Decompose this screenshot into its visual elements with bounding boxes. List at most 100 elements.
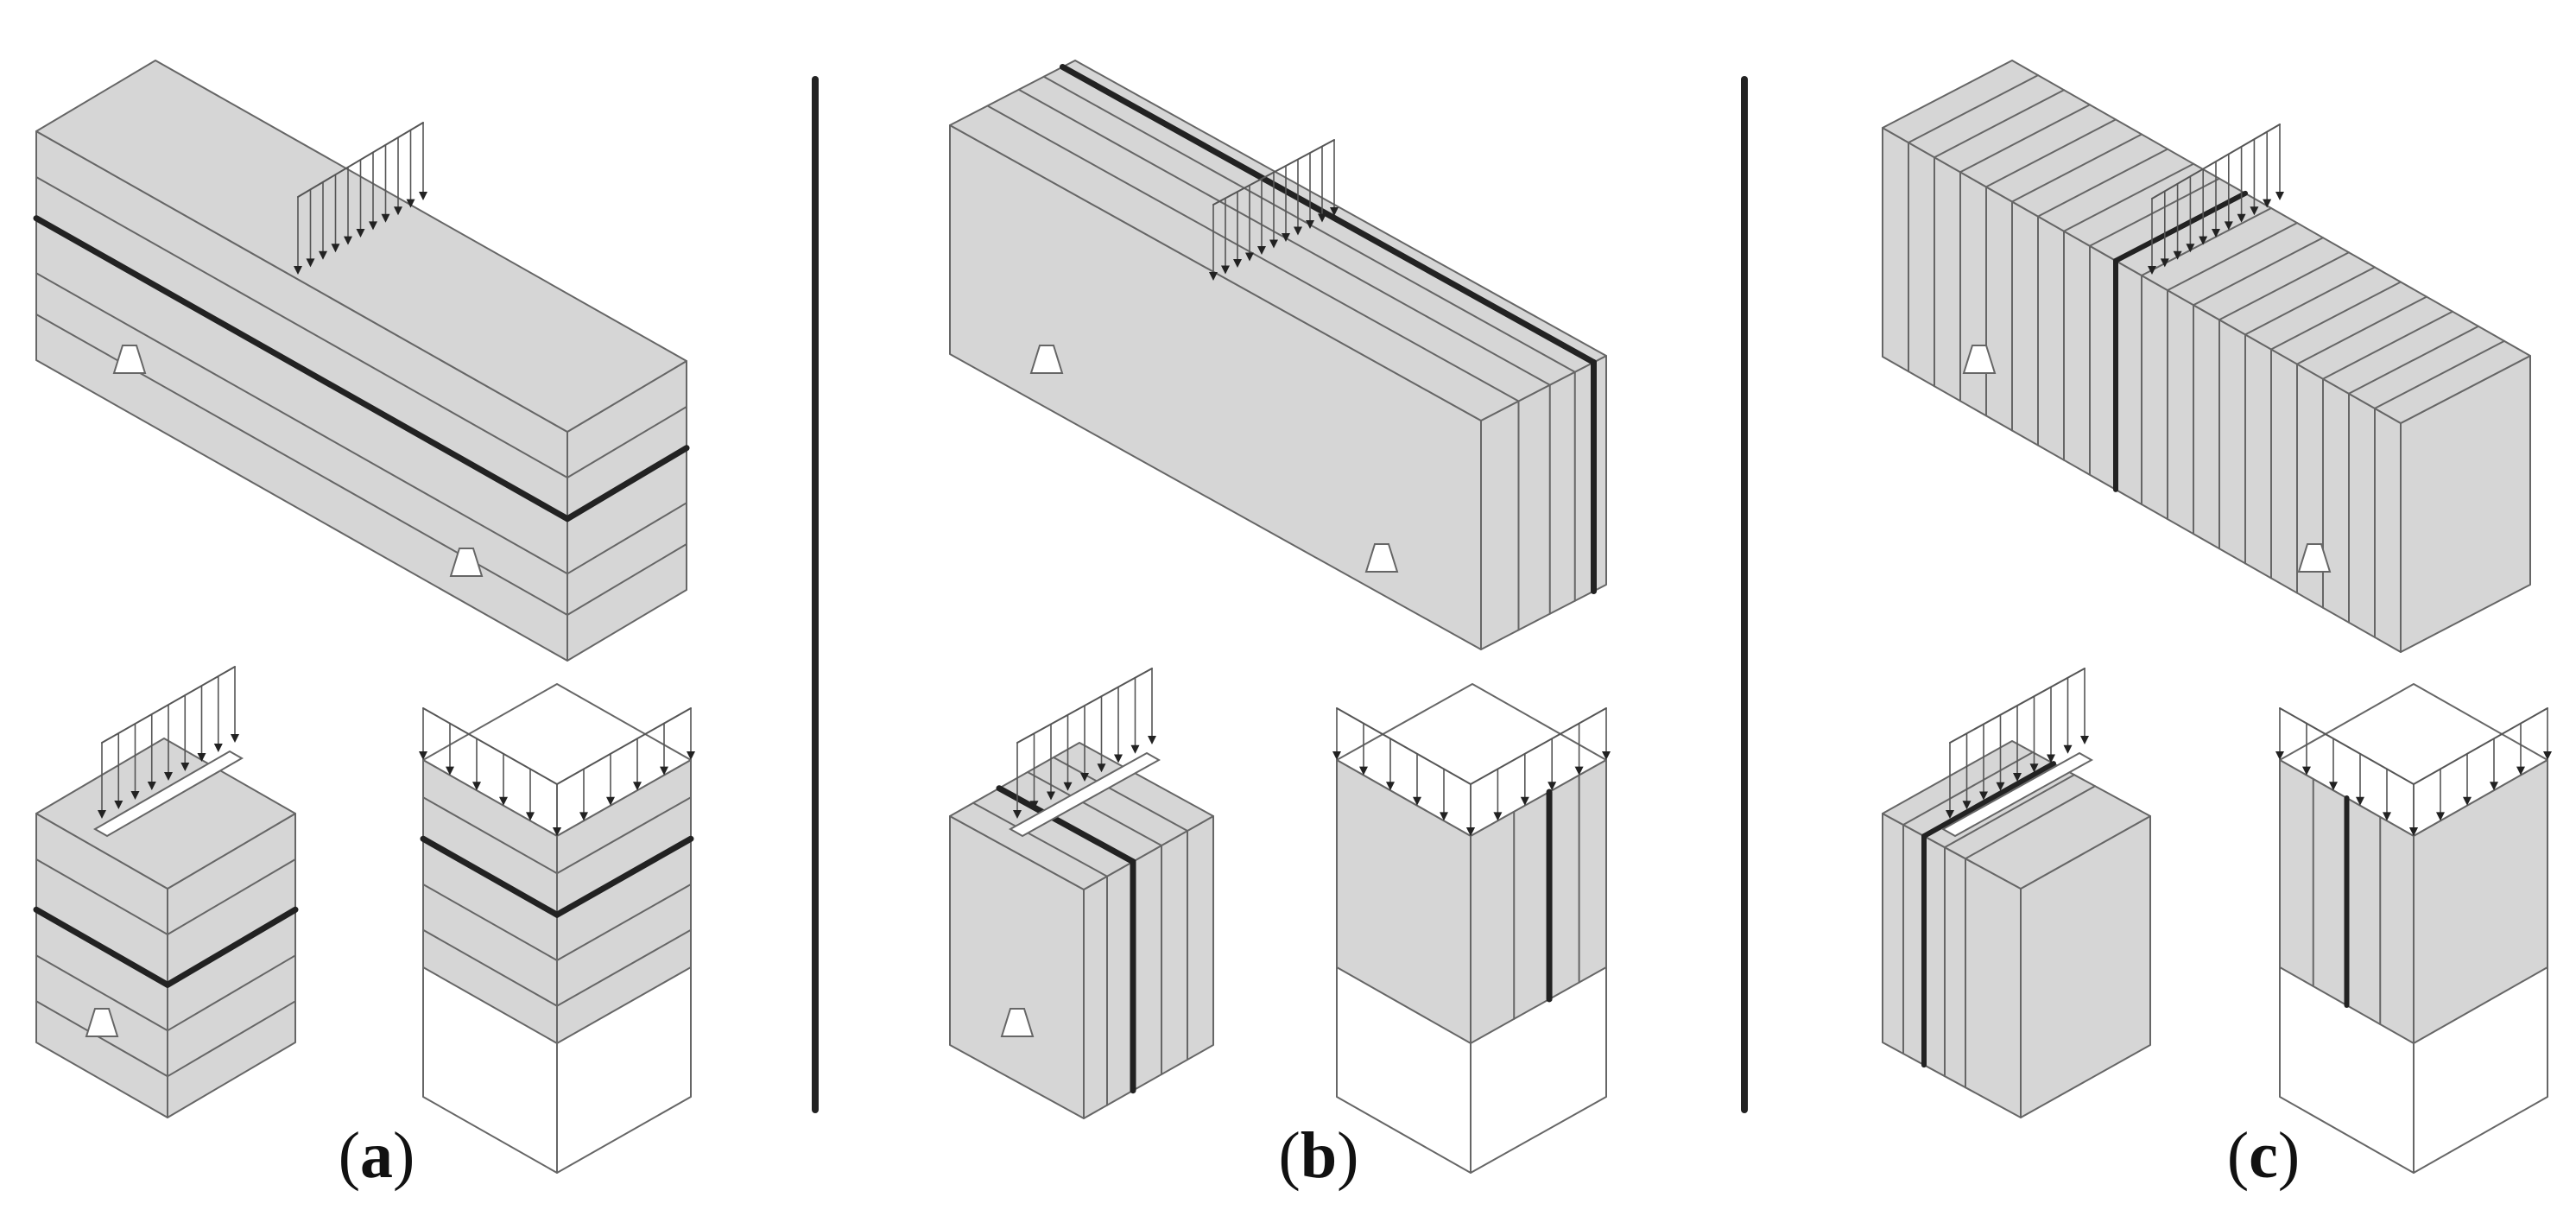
load-arrow-head [1013,810,1022,819]
spec-b-lamination-line [1027,771,1162,846]
load-arrow-head [2029,763,2039,773]
cube-a-lamination-line [556,796,692,875]
load-arrow-head [660,766,668,776]
spec-c-load [1946,668,2089,819]
spec-b-lamination-line [1053,757,1188,832]
load-arrow-head [369,221,377,231]
spec-b-lamination-line [972,801,1108,877]
beam-a-lamination-line [566,502,687,575]
load-arrow-head [1996,782,2005,791]
load-arrow-head [331,244,340,253]
beam-c-lamination-line [2218,251,2350,321]
panel-a-horizontal-laminations [33,60,695,1174]
load-arrow-head [526,812,535,821]
load-arrow-head [1080,773,1089,782]
beam-c-lamination-line [2037,148,2168,218]
load-arrow-head [2543,751,2552,760]
beam-c-lamination-line [2141,207,2272,276]
spec-b-lamination-line [996,785,1136,865]
load-arrow-head [2329,782,2338,791]
load-arrow-head [319,250,327,260]
load-arrow-head [164,772,173,781]
load-arrow-head [2490,782,2498,791]
load-arrow-head [356,229,365,238]
load-arrow-head [213,744,223,752]
load-arrow-head [1413,796,1421,806]
load-arrow-head [1330,207,1339,216]
load-arrow-head [1520,796,1529,806]
load-arrow-head [1946,810,1954,819]
load-arrow-head [394,206,402,216]
beam-c-support-left [1962,345,1997,374]
caption-c-letter: c [2249,1119,2278,1192]
load-arrow-head [2063,744,2073,754]
load-arrow-head [1245,252,1254,262]
load-arrow-head [114,801,123,809]
cube-b-front-core [1470,759,1607,1044]
load-arrow-head [1063,782,1073,791]
load-arrow-head [2275,751,2284,760]
spec-a-lamination-line [35,858,168,935]
load-arrow-head [344,236,352,245]
beam-c-lamination-line [1908,74,2039,144]
load-arrow-head [1148,736,1156,744]
load-arrow-head [197,753,206,762]
load-arrow-head [1359,766,1368,776]
caption-b: (b) [1278,1119,1359,1192]
cube-a-lamination-line [422,928,558,1007]
load-arrow-head [1386,782,1395,791]
beam-b-load [1209,139,1339,281]
load-arrow-head [1466,827,1475,836]
load-arrow-head [446,766,454,776]
load-arrow-head [1209,272,1218,281]
beam-c-load [2148,124,2284,275]
beam-b-support-left [1029,345,1064,374]
beam-a-support-left [112,345,147,374]
cube-a-load-right [553,707,695,836]
spec-a-lamination-line [167,954,296,1032]
load-arrow-head [381,213,390,223]
load-arrow-head [499,796,508,806]
beam-c-support-right [2297,543,2332,573]
spec-c-lamination-line [1921,761,2056,839]
load-arrow-head [419,192,427,200]
beam-a-load [294,122,427,275]
load-arrow-head [2224,221,2233,231]
beam-a-lamination-line [566,543,687,616]
cube-c-front-core [2413,759,2548,1044]
beam-b-lamination-line [1060,64,1597,365]
beam-c-lamination-line [2374,339,2505,409]
load-arrow-head [2148,266,2156,275]
spec-c-load-plate [1940,751,2094,838]
load-arrow-head [1294,226,1302,236]
load-arrow-head [2047,754,2055,763]
load-arrow-head [1257,246,1266,255]
load-arrow-head [2080,736,2089,744]
load-arrow-head [1332,751,1341,760]
beam-a-lamination-line [35,272,568,575]
panel-b-vertical-laminations [949,60,1611,1174]
cube-a-lamination-line [556,928,692,1007]
load-arrow-head [1047,791,1055,801]
load-arrow-head [1269,239,1278,249]
load-arrow-head [1574,766,1584,776]
cube-c-load-right [2409,707,2552,836]
spec-a-load [98,666,239,819]
beam-c-lamination-line [1985,118,2117,188]
load-arrow-head [2436,812,2445,821]
beam-c-lamination-line [2270,281,2402,351]
load-arrow-head [2160,258,2169,268]
spec-b-load-plate [1008,751,1161,838]
cube-a-front-core [556,759,692,1044]
load-arrow-head [553,827,561,836]
beam-a-top-face [35,60,687,433]
beam-c-lamination-line [2063,162,2194,232]
caption-a-letter: a [360,1119,393,1192]
load-arrow-head [1306,220,1314,229]
load-arrow-head [2463,796,2472,806]
load-arrow-head [1547,782,1557,791]
spec-a-top-face [35,738,296,890]
beam-c-lamination-line [2193,237,2324,307]
beam-a-lamination-line [33,215,571,522]
beam-a-support-right [449,548,484,577]
